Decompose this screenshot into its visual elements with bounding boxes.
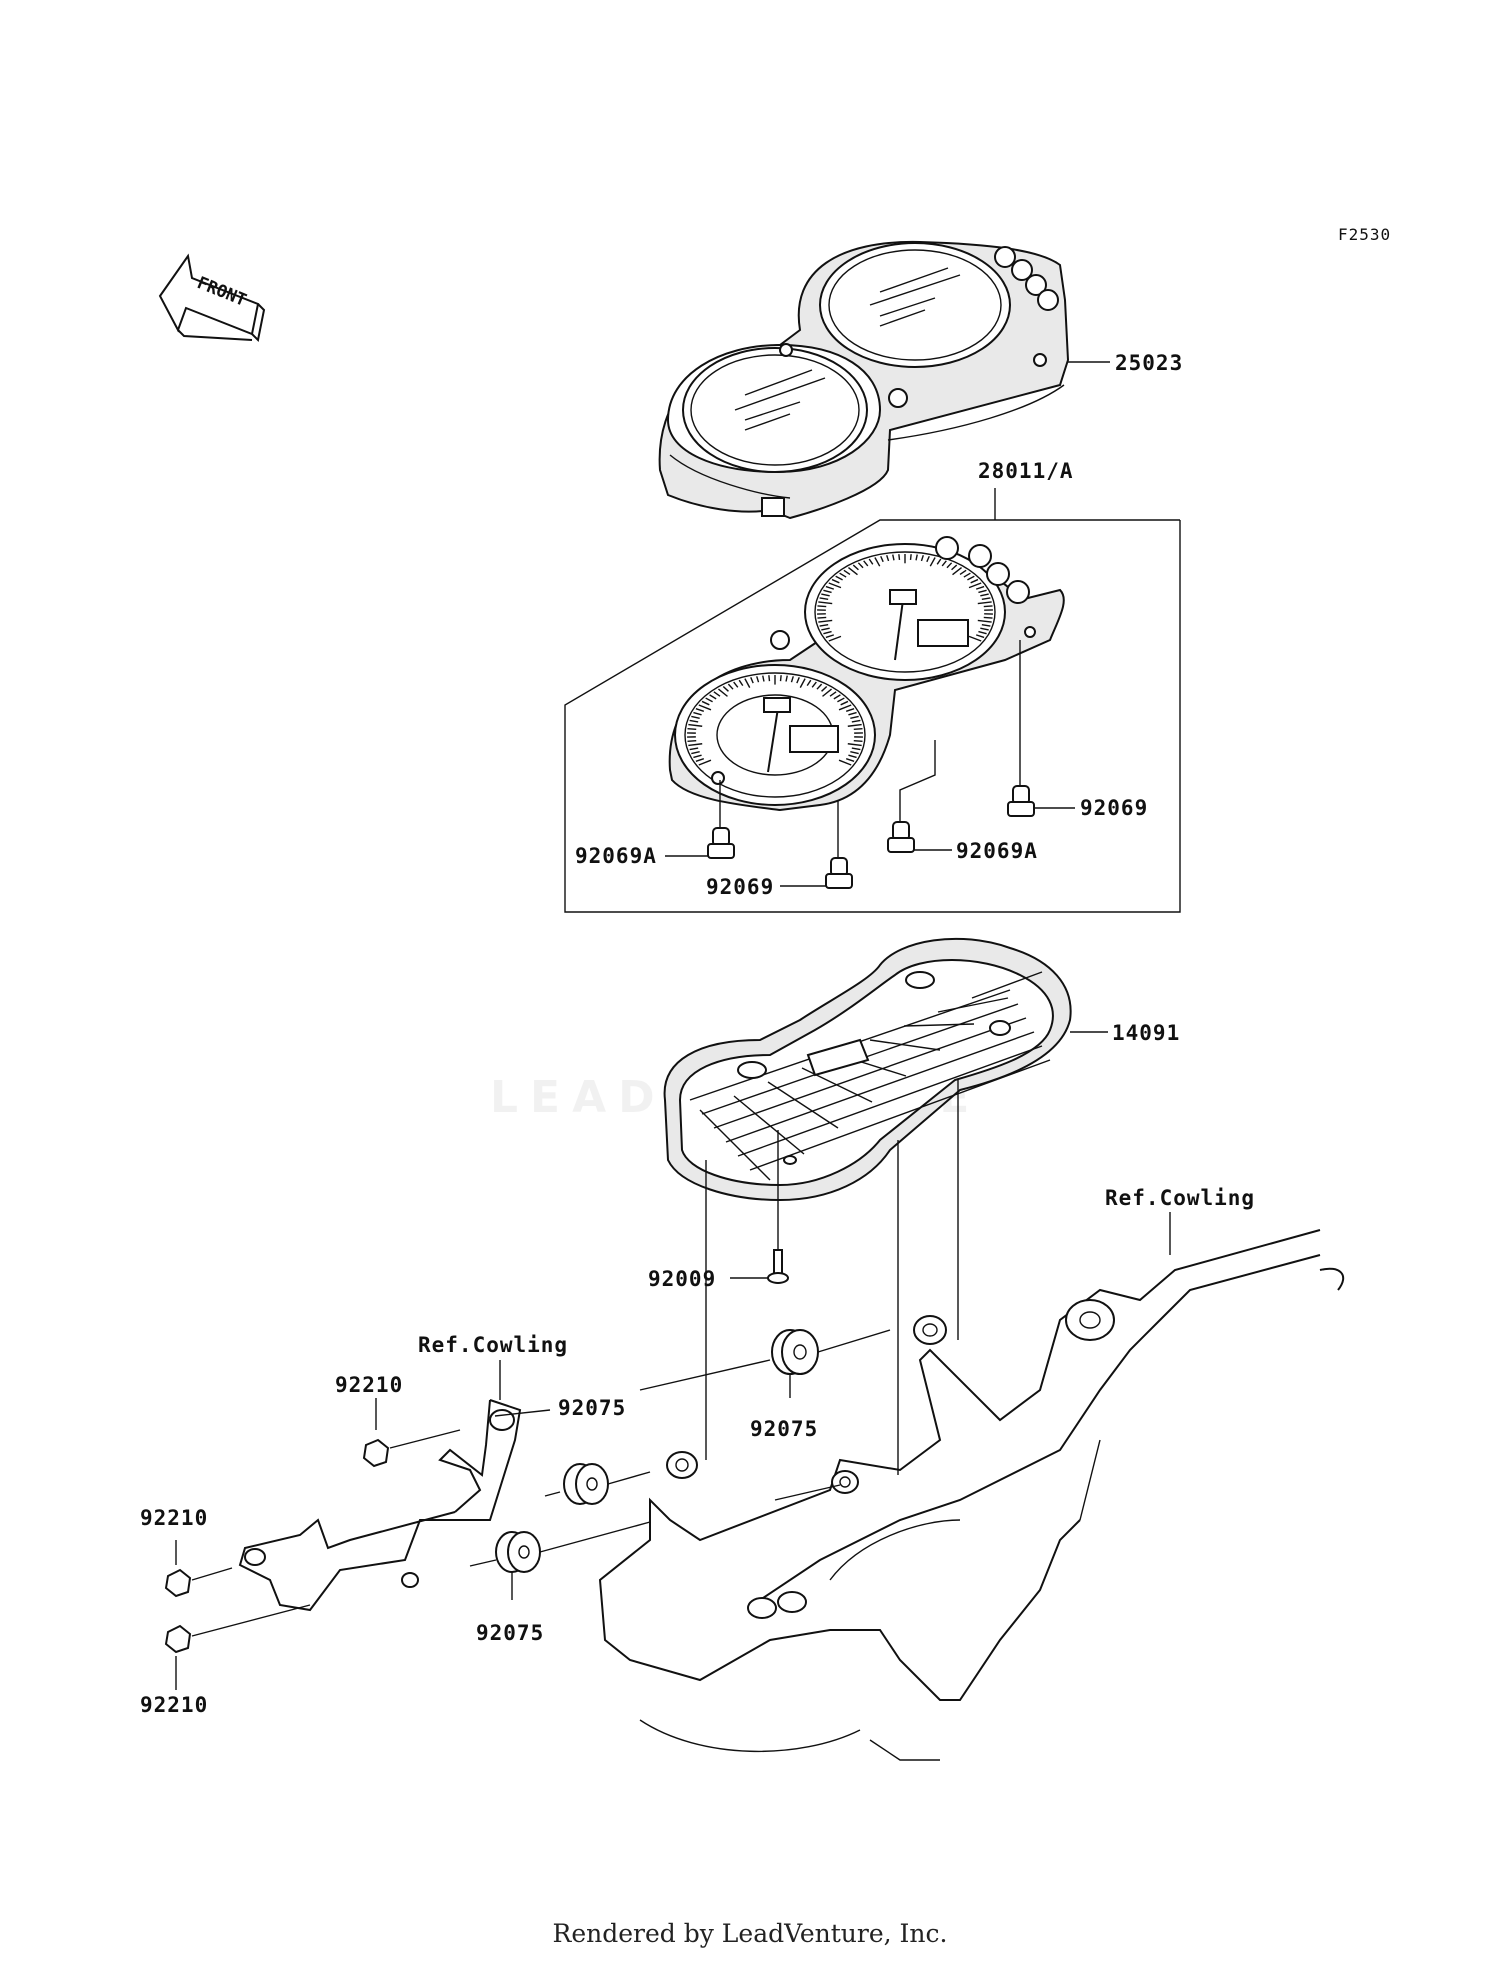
damper-92075-right-link xyxy=(774,1484,841,1501)
callout-92210-bottom: 92210 xyxy=(140,1693,208,1717)
diagram-code: F2530 xyxy=(1338,225,1391,244)
meter-assembly-group-box xyxy=(564,519,1181,913)
nut-92210-bottom xyxy=(164,1604,311,1690)
bulb-92069a-left xyxy=(665,780,735,859)
damper-92075-lower xyxy=(469,1521,651,1600)
meter-case-part xyxy=(663,937,1108,1202)
screw-92009 xyxy=(730,1130,789,1284)
callout-92069-lower: 92069 xyxy=(706,875,774,899)
callout-92210-left: 92210 xyxy=(140,1506,208,1530)
callout-25023: 25023 xyxy=(1115,351,1183,375)
callout-14091: 14091 xyxy=(1112,1021,1180,1045)
bracket-part xyxy=(238,1399,522,1612)
meter-assembly-part xyxy=(668,536,1065,812)
callout-92069a-center: 92069A xyxy=(956,839,1038,863)
callout-92009: 92009 xyxy=(648,1267,716,1291)
callout-ref-cowling-right: Ref.Cowling xyxy=(1105,1186,1255,1210)
nut-92210-left xyxy=(164,1540,233,1598)
callout-92075-mid: 92075 xyxy=(558,1396,626,1420)
front-arrow-icon: FRONT xyxy=(158,253,266,343)
callout-28011-a: 28011/A xyxy=(978,459,1074,483)
callout-92069a-left: 92069A xyxy=(575,844,657,868)
cowling-frame-part xyxy=(598,1229,1345,1761)
damper-92075-upper xyxy=(639,1329,891,1398)
bulb-92069-lower xyxy=(780,800,853,889)
bulb-92069-right xyxy=(1007,640,1075,817)
callout-92210-top: 92210 xyxy=(335,1373,403,1397)
callout-92075-right: 92075 xyxy=(750,1417,818,1441)
callout-92075-lower: 92075 xyxy=(476,1621,544,1645)
nut-92210-top xyxy=(362,1398,461,1468)
damper-92075-mid xyxy=(544,1463,651,1505)
footer-credit: Rendered by LeadVenture, Inc. xyxy=(552,1919,948,1948)
bulb-92069a-center xyxy=(887,740,952,853)
meter-cover-part xyxy=(658,240,1110,520)
callout-92069-right: 92069 xyxy=(1080,796,1148,820)
callout-ref-cowling-left: Ref.Cowling xyxy=(418,1333,568,1357)
